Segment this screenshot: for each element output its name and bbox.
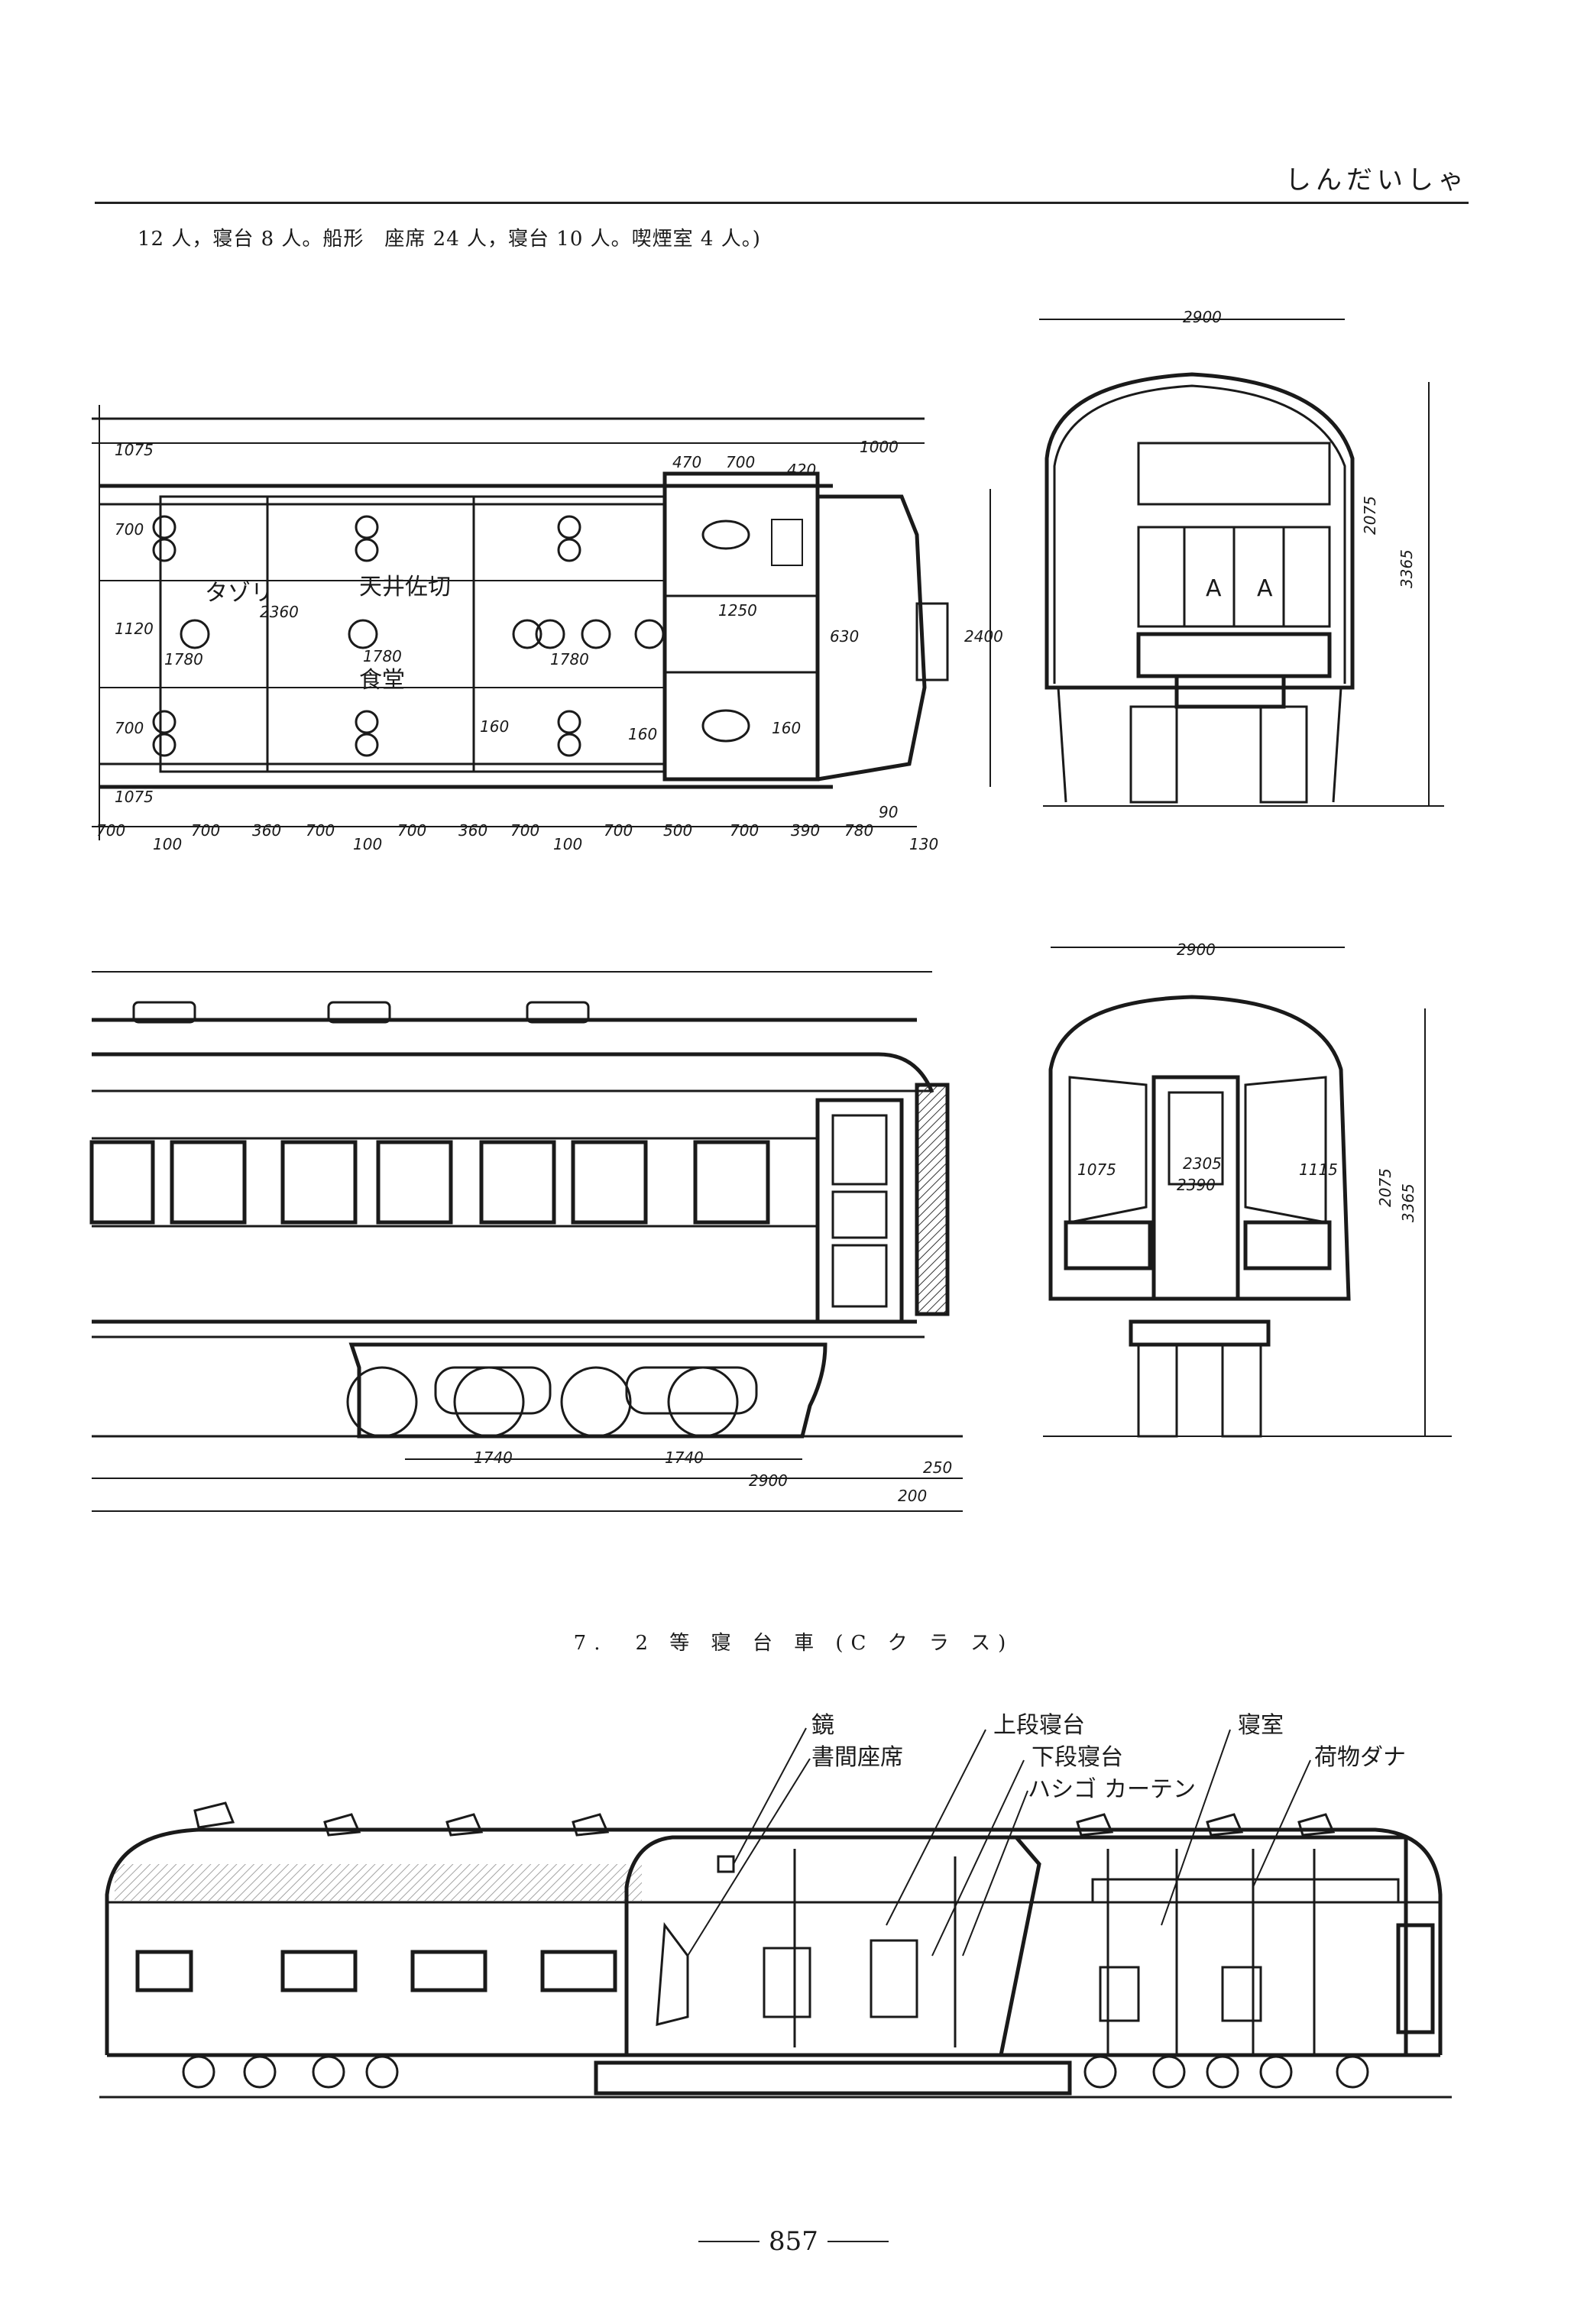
dim-label: 1075 — [115, 441, 154, 459]
dim-label: 160 — [480, 717, 509, 736]
cutaway-labels: 鏡 書間座席 上段寝台 下段寝台 ハシゴ カーテン 寝室 荷物ダナ — [811, 1712, 1406, 1803]
dim-label: 2390 — [1177, 1176, 1216, 1194]
dim-label: 130 — [909, 835, 938, 853]
dim-label: 100 — [353, 835, 382, 853]
dim-label: 360 — [458, 821, 487, 840]
label-luggage-rack: 荷物ダナ — [1314, 1744, 1406, 1771]
dim-label: 360 — [252, 821, 281, 840]
dim-label: 1250 — [718, 601, 757, 620]
plan-note-shokudo: 食堂 — [359, 667, 405, 694]
dim-label: 1740 — [474, 1448, 513, 1467]
intro-text: 12 人，寝台 8 人。船形 座席 24 人，寝台 10 人。喫煙室 4 人。) — [138, 228, 761, 251]
dim-label: 1740 — [665, 1448, 704, 1467]
dim-label: 700 — [191, 821, 220, 840]
dim-label: 700 — [604, 821, 633, 840]
label-mirror: 鏡 — [811, 1712, 834, 1739]
dim-label: 470 — [672, 453, 701, 471]
dim-label: 3365 — [1398, 549, 1416, 588]
label-compartment: 寝室 — [1238, 1712, 1284, 1739]
plan-note-tenjo: 天井佐切 — [359, 574, 451, 600]
dim-label: 700 — [306, 821, 335, 840]
dim-label: 160 — [628, 725, 657, 743]
dim-label: 700 — [115, 719, 144, 737]
dim-label: 700 — [96, 821, 125, 840]
seat-label-a1: A — [1206, 575, 1222, 602]
dim-label: 2075 — [1361, 496, 1379, 535]
label-curtain: カーテン — [1104, 1776, 1196, 1803]
dim-label: 2360 — [260, 603, 299, 621]
dim-label: 2900 — [749, 1471, 788, 1490]
page-footer: 857 — [0, 2226, 1587, 2257]
plan-labels: 天井佐切 食堂 タゾリ — [205, 574, 451, 694]
plan-dims-bottom: 700 700 360 700 700 360 700 700 500 700 … — [96, 803, 938, 853]
label-daytime-seat: 書間座席 — [811, 1744, 903, 1771]
dim-label: 1120 — [115, 620, 154, 638]
dim-label: 3365 — [1399, 1183, 1417, 1222]
dim-label: 200 — [898, 1487, 927, 1505]
dim-label: 2305 — [1183, 1154, 1222, 1173]
dim-label: 100 — [153, 835, 182, 853]
side-elevation: 1740 1740 2900 250 200 — [89, 971, 963, 1512]
dim-label: 160 — [772, 719, 801, 737]
dim-label: 2900 — [1177, 940, 1216, 959]
plan-dims-inner: 2360 1780 1780 1780 160 160 160 — [164, 603, 801, 743]
dim-label: 100 — [553, 835, 582, 853]
plan-dims-top: 470 700 420 1000 1250 630 — [672, 438, 899, 646]
dim-label: 2400 — [964, 627, 1003, 646]
footer-dash-right — [827, 2241, 889, 2242]
plan-drawing: 天井佐切 食堂 タゾリ 470 700 420 1000 1250 630 70… — [92, 405, 1003, 853]
cutaway-drawing: 鏡 書間座席 上段寝台 下段寝台 ハシゴ カーテン 寝室 荷物ダナ — [99, 1712, 1452, 2099]
dim-label: 630 — [830, 627, 859, 646]
dim-label: 1000 — [860, 438, 899, 456]
end-section-bottom: 2900 2305 2390 1075 1115 2075 3365 — [1043, 940, 1452, 1438]
dim-label: 1075 — [115, 788, 154, 806]
dim-label: 700 — [115, 520, 144, 539]
plan-note-tazori: タゾリ — [205, 580, 274, 607]
dim-label: 2075 — [1376, 1168, 1394, 1207]
dim-label: 1780 — [363, 647, 402, 665]
dim-label: 1075 — [1077, 1160, 1116, 1179]
dim-label: 780 — [844, 821, 873, 840]
dim-label: 700 — [730, 821, 759, 840]
plan-dims-side: 1075 700 1120 700 1075 2400 — [115, 441, 1003, 806]
header-rule — [95, 202, 1469, 204]
dim-label: 1780 — [550, 650, 589, 668]
dim-label: 250 — [923, 1458, 952, 1477]
dim-label: 390 — [791, 821, 820, 840]
dim-label: 1115 — [1299, 1160, 1338, 1179]
label-upper-berth: 上段寝台 — [993, 1712, 1085, 1739]
running-head: しんだいしゃ — [1285, 165, 1469, 196]
dim-label: 1780 — [164, 650, 203, 668]
figure-caption: 7. 2 等 寝 台 車 (C ク ラ ス) — [573, 1632, 1014, 1655]
label-ladder: ハシゴ — [1028, 1776, 1096, 1803]
seat-label-a2: A — [1257, 575, 1273, 602]
end-section-top: 2900 2075 3365 A A — [1039, 308, 1444, 807]
dim-label: 700 — [510, 821, 539, 840]
dim-label: 700 — [397, 821, 426, 840]
footer-dash-left — [698, 2241, 760, 2242]
dim-label: 500 — [663, 821, 692, 840]
dim-label: 2900 — [1183, 308, 1222, 326]
dim-label: 90 — [879, 803, 898, 821]
dim-label: 700 — [726, 453, 755, 471]
label-lower-berth: 下段寝台 — [1032, 1744, 1123, 1771]
dim-label: 420 — [787, 461, 816, 479]
page-number: 857 — [769, 2226, 818, 2257]
